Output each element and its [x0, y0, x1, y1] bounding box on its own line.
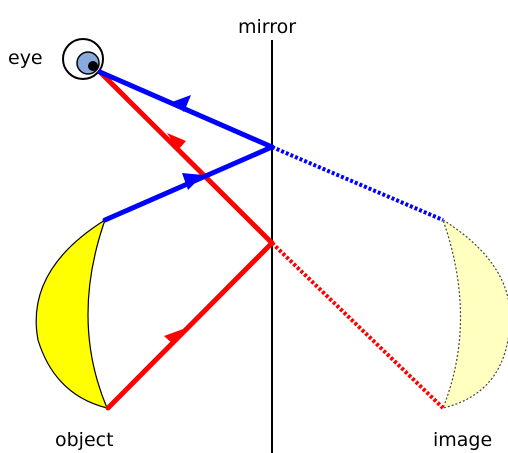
object-label: object	[55, 429, 114, 451]
eye-icon	[62, 38, 104, 80]
red-incident-arrow	[164, 328, 186, 345]
red-incident-ray	[105, 240, 275, 411]
object-shape	[35, 218, 109, 409]
blue-reflected-arrow	[172, 95, 191, 112]
image-shape	[441, 218, 508, 409]
red-reflected-arrow	[167, 133, 186, 150]
red-virtual-ray	[270, 241, 445, 410]
blue-virtual-ray	[271, 145, 444, 222]
eye-label: eye	[8, 47, 43, 69]
image-label: image	[433, 429, 492, 451]
red-reflected-ray	[97, 69, 275, 246]
mirror-label: mirror	[238, 16, 296, 38]
blue-reflected-ray	[97, 69, 275, 150]
blue-incident-arrow	[182, 173, 203, 190]
